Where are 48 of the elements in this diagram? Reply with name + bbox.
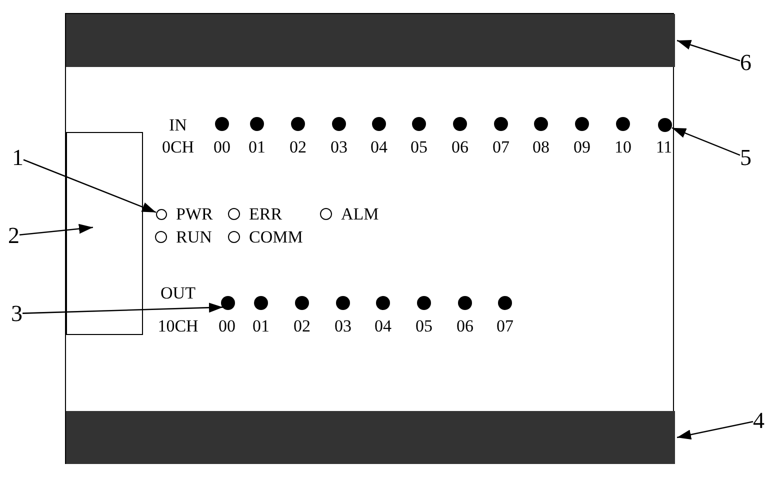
- io-label: 03: [330, 138, 348, 156]
- status-label: ALM: [341, 206, 379, 222]
- io-label: OUT: [160, 284, 196, 302]
- leader-line: [676, 40, 740, 62]
- io-label: 0CH: [162, 138, 194, 156]
- status-label: ERR: [249, 206, 282, 222]
- callout-number: 1: [12, 146, 24, 169]
- io-label: 07: [496, 318, 514, 334]
- leader-line: [672, 127, 740, 156]
- io-label: 03: [334, 318, 352, 334]
- io-label: IN: [169, 116, 187, 134]
- io-label: 02: [294, 318, 310, 334]
- io-label: 04: [374, 318, 392, 334]
- leader-line: [23, 159, 156, 213]
- io-label: 07: [492, 138, 510, 156]
- led-indicator: [658, 118, 672, 132]
- io-label: 06: [456, 318, 474, 334]
- status-lamp-icon: [156, 209, 167, 220]
- callout-number: 4: [753, 409, 764, 432]
- leader-line: [19, 224, 94, 236]
- io-label: 10CH: [158, 318, 198, 334]
- terminal-block: [66, 411, 675, 464]
- port-cover: [66, 132, 143, 335]
- io-label: 06: [452, 138, 468, 156]
- status-label: COMM: [249, 228, 303, 246]
- plc-housing: [65, 13, 674, 464]
- io-label: 11: [656, 138, 672, 156]
- leader-line: [676, 421, 754, 440]
- callout-number: 3: [11, 302, 22, 325]
- io-label: 01: [252, 318, 270, 334]
- leader-line: [22, 302, 223, 314]
- io-label: 10: [614, 138, 632, 156]
- io-label: 02: [290, 138, 306, 156]
- callout-number: 6: [740, 51, 752, 74]
- io-label: PWR: [176, 206, 213, 222]
- io-label: 01: [248, 138, 266, 156]
- io-label: 09: [574, 138, 590, 156]
- io-label: 08: [532, 138, 550, 156]
- callout-number: 2: [8, 224, 20, 247]
- io-label: 05: [416, 318, 432, 334]
- callout-number: 5: [740, 146, 752, 169]
- io-label: 00: [214, 138, 230, 156]
- terminal-block: [66, 14, 675, 67]
- status-label: RUN: [176, 228, 212, 246]
- io-label: 05: [410, 138, 428, 156]
- io-label: 04: [370, 138, 388, 156]
- io-label: 00: [218, 318, 236, 334]
- led-indicator: [221, 296, 235, 310]
